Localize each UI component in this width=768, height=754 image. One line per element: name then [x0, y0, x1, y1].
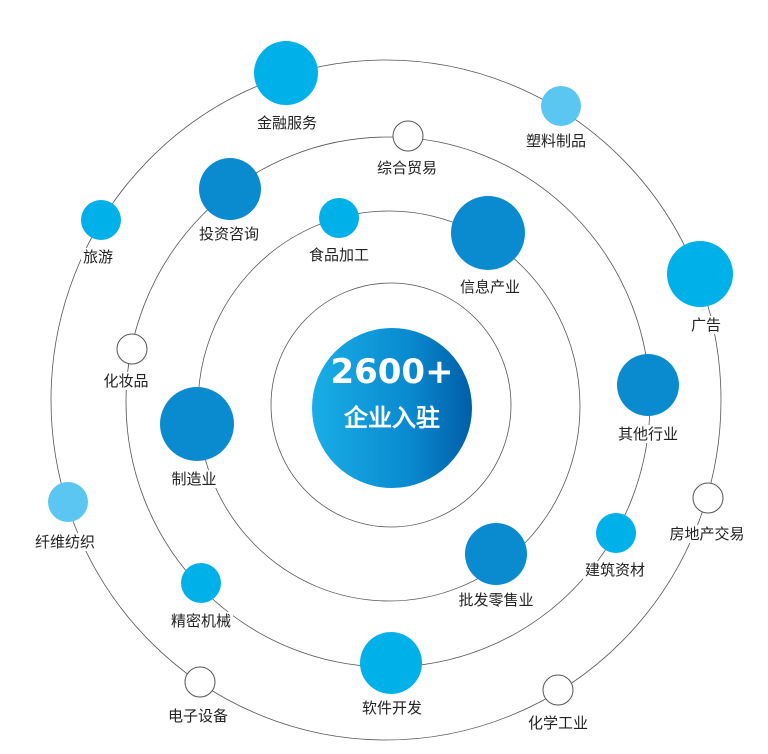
industry-label: 投资咨询 — [196, 225, 262, 243]
industry-label: 信息产业 — [457, 278, 523, 296]
industry-label: 电子设备 — [165, 707, 231, 725]
industry-node — [319, 198, 359, 238]
industry-node — [199, 158, 261, 220]
industry-node — [48, 482, 88, 522]
industry-label: 软件开发 — [359, 699, 425, 717]
company-count: 2600+ — [330, 352, 454, 392]
industry-label: 纤维纺织 — [32, 533, 98, 551]
industry-label: 制造业 — [169, 470, 219, 488]
industry-node — [465, 523, 527, 585]
industry-node — [596, 513, 636, 553]
industry-label: 广告 — [688, 316, 724, 334]
industry-label: 建筑资材 — [582, 561, 648, 579]
industry-node — [160, 387, 234, 461]
industry-label: 金融服务 — [254, 114, 320, 132]
industry-label: 食品加工 — [306, 246, 372, 264]
industry-node — [617, 354, 679, 416]
company-count-caption: 企业入驻 — [344, 404, 440, 432]
orbit-ring-4 — [50, 59, 722, 741]
industry-label: 综合贸易 — [374, 159, 440, 177]
industry-node — [360, 632, 422, 694]
industry-node — [181, 563, 221, 603]
industry-label: 精密机械 — [168, 612, 234, 630]
industry-node — [254, 41, 318, 105]
industry-node — [81, 200, 121, 240]
orbit-ring-1 — [270, 282, 512, 528]
industry-label: 房地产交易 — [667, 525, 747, 543]
industry-node — [451, 196, 525, 270]
industry-node — [667, 241, 733, 307]
industry-node — [116, 333, 148, 365]
industry-node — [692, 482, 724, 514]
industry-node — [392, 120, 424, 152]
industry-node — [542, 674, 574, 706]
industry-node — [184, 666, 216, 698]
industry-label: 旅游 — [80, 248, 116, 266]
center-circle — [312, 328, 472, 488]
industry-label: 其他行业 — [615, 425, 681, 443]
industry-label: 化学工业 — [525, 714, 591, 732]
industry-label: 塑料制品 — [523, 132, 589, 150]
industry-node — [541, 86, 581, 126]
industry-label: 化妆品 — [101, 372, 151, 390]
industry-label: 批发零售业 — [456, 591, 536, 609]
